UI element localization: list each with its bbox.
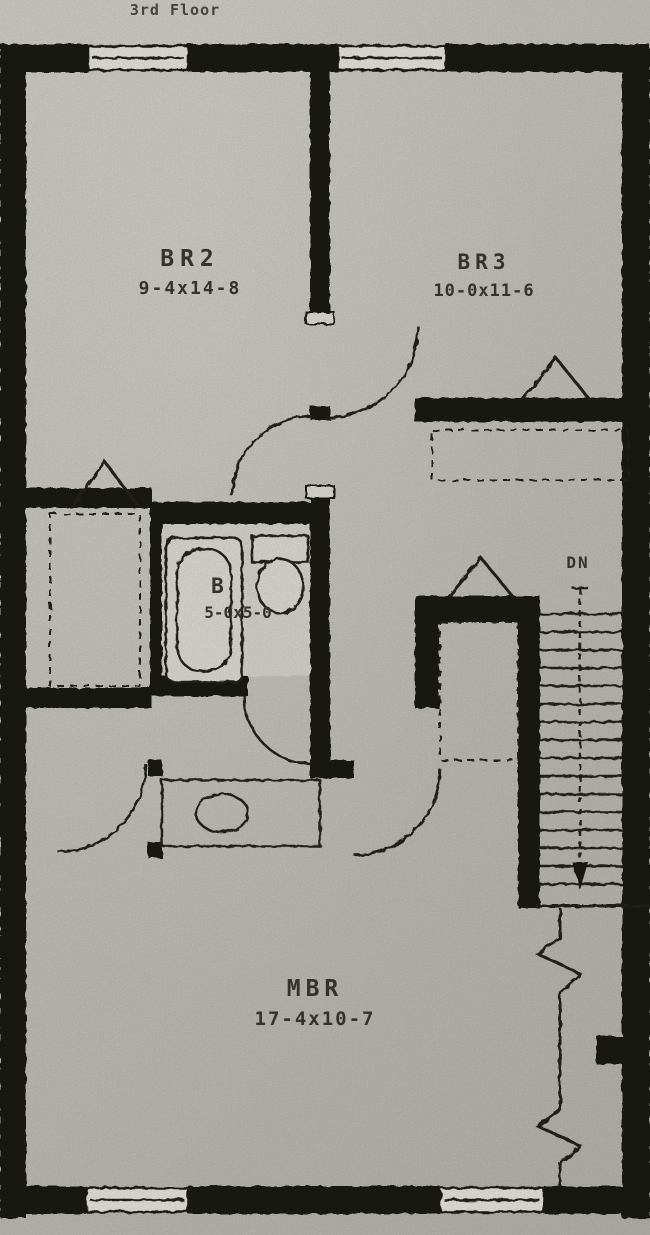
floor-title: 3rd Floor [129, 1, 221, 19]
stairs-down-label: DN [566, 553, 590, 572]
room-dims-br3: 10-0x11-6 [433, 281, 535, 301]
room-dims-mbr: 17-4x10-7 [254, 1008, 376, 1030]
room-label-br3: BR3 [457, 250, 511, 274]
room-label-mbr: MBR [286, 976, 344, 1002]
room-label-br2: BR2 [160, 246, 220, 272]
room-dims-bath: 5-0x5-0 [204, 603, 272, 622]
room-label-bath: B [211, 574, 225, 598]
room-dims-br2: 9-4x14-8 [138, 278, 242, 299]
